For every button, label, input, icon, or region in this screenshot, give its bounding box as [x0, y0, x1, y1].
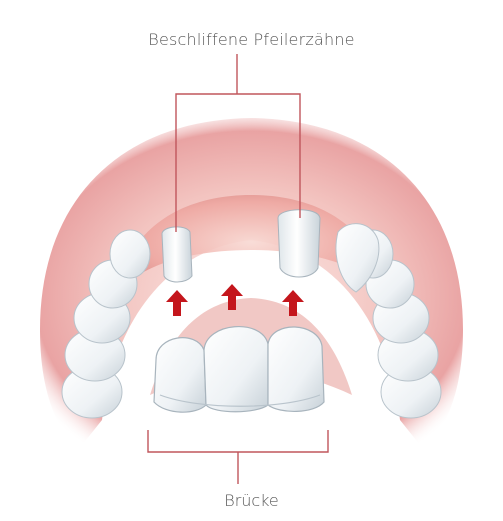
label-bridge: Brücke	[0, 491, 503, 510]
bridge-crown-center	[204, 327, 268, 412]
right-abutment	[278, 210, 320, 277]
bridge	[154, 327, 324, 413]
bridge-crown-right	[268, 327, 324, 411]
arrow-up-icon	[166, 290, 188, 316]
left-abutment	[162, 227, 192, 282]
